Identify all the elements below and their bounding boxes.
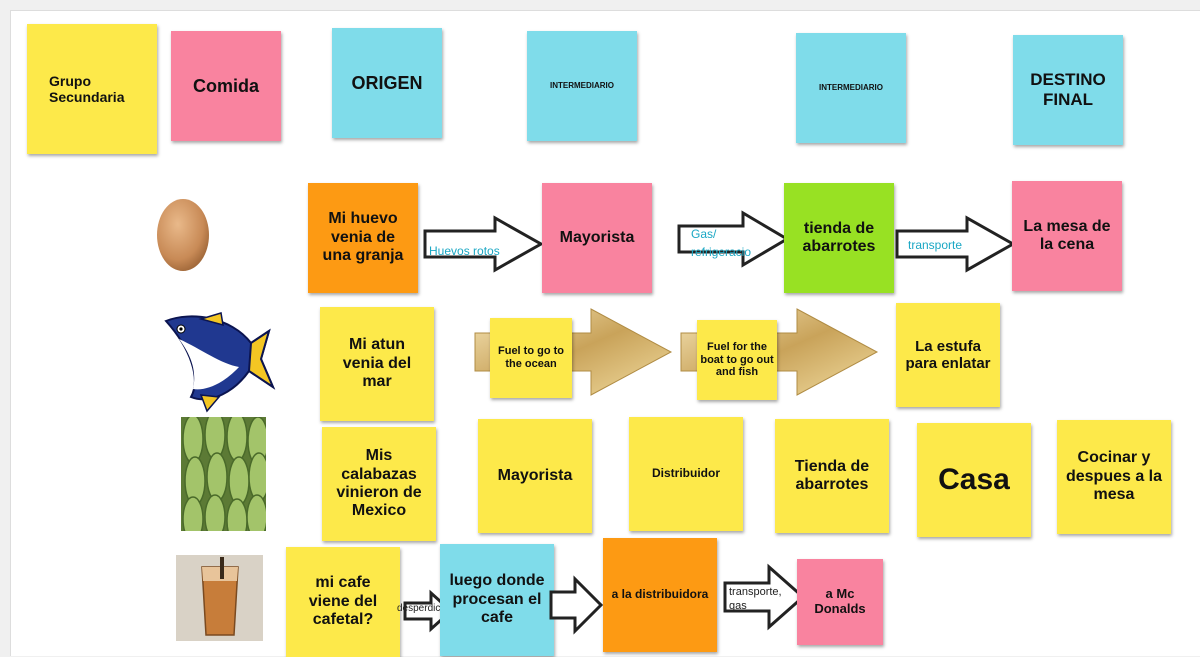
arrow-gas-refrigeracion[interactable] (677, 210, 790, 268)
tuna-fish-icon (164, 312, 276, 413)
note-calabaza-mayorista[interactable]: Mayorista (478, 419, 592, 533)
note-atun-fuel-boat[interactable]: Fuel for the boat to go out and fish (697, 320, 777, 400)
arrow-transporte-gas[interactable] (723, 563, 806, 631)
note-atun-destino[interactable]: La estufa para enlatar (896, 303, 1000, 407)
note-destino-final[interactable]: DESTINO FINAL (1013, 35, 1123, 145)
label-transporte: transporte (908, 238, 963, 252)
note-huevo-origen[interactable]: Mi huevo venia de una granja (308, 183, 418, 293)
note-calabaza-casa[interactable]: Casa (917, 423, 1031, 537)
note-calabaza-destino[interactable]: Cocinar y despues a la mesa (1057, 420, 1171, 534)
note-calabaza-tienda[interactable]: Tienda de abarrotes (775, 419, 889, 533)
zucchini-icon (181, 417, 266, 531)
note-intermediario-1[interactable]: INTERMEDIARIO (527, 31, 637, 141)
note-huevo-tienda[interactable]: tienda de abarrotes (784, 183, 894, 293)
note-comida[interactable]: Comida (171, 31, 281, 141)
note-calabaza-origen[interactable]: Mis calabazas vinieron de Mexico (322, 427, 436, 541)
note-cafe-distribuidora[interactable]: a la distribuidora (603, 538, 717, 652)
note-atun-origen[interactable]: Mi atun venia del mar (320, 307, 434, 421)
note-calabaza-distribuidor[interactable]: Distribuidor (629, 417, 743, 531)
iced-coffee-icon (176, 555, 263, 641)
label-huevos-rotos: Huevos rotos (429, 244, 500, 258)
arrow-transporte[interactable] (895, 215, 1017, 273)
note-origen[interactable]: ORIGEN (332, 28, 442, 138)
label-transporte-gas: transporte, gas (729, 586, 782, 613)
note-cafe-procesan[interactable]: luego donde procesan el cafe (440, 544, 554, 656)
label-desperdicio: desperdicio (397, 603, 449, 614)
note-atun-fuel-ocean[interactable]: Fuel to go to the ocean (490, 318, 572, 398)
arrow-procesan-distribuidora[interactable] (549, 575, 604, 635)
whiteboard-canvas[interactable]: Grupo Secundaria Comida ORIGEN INTERMEDI… (10, 10, 1200, 657)
note-huevo-mayorista[interactable]: Mayorista (542, 183, 652, 293)
note-grupo-secundaria[interactable]: Grupo Secundaria (27, 24, 157, 154)
note-cafe-origen[interactable]: mi cafe viene del cafetal? (286, 547, 400, 657)
note-cafe-destino[interactable]: a Mc Donalds (797, 559, 883, 645)
note-intermediario-2[interactable]: INTERMEDIARIO (796, 33, 906, 143)
note-huevo-destino[interactable]: La mesa de la cena (1012, 181, 1122, 291)
arrow-huevos-rotos[interactable] (423, 215, 545, 273)
label-gas-refrigeracion: Gas/ refrigeracio (691, 227, 752, 259)
egg-icon (157, 199, 209, 271)
